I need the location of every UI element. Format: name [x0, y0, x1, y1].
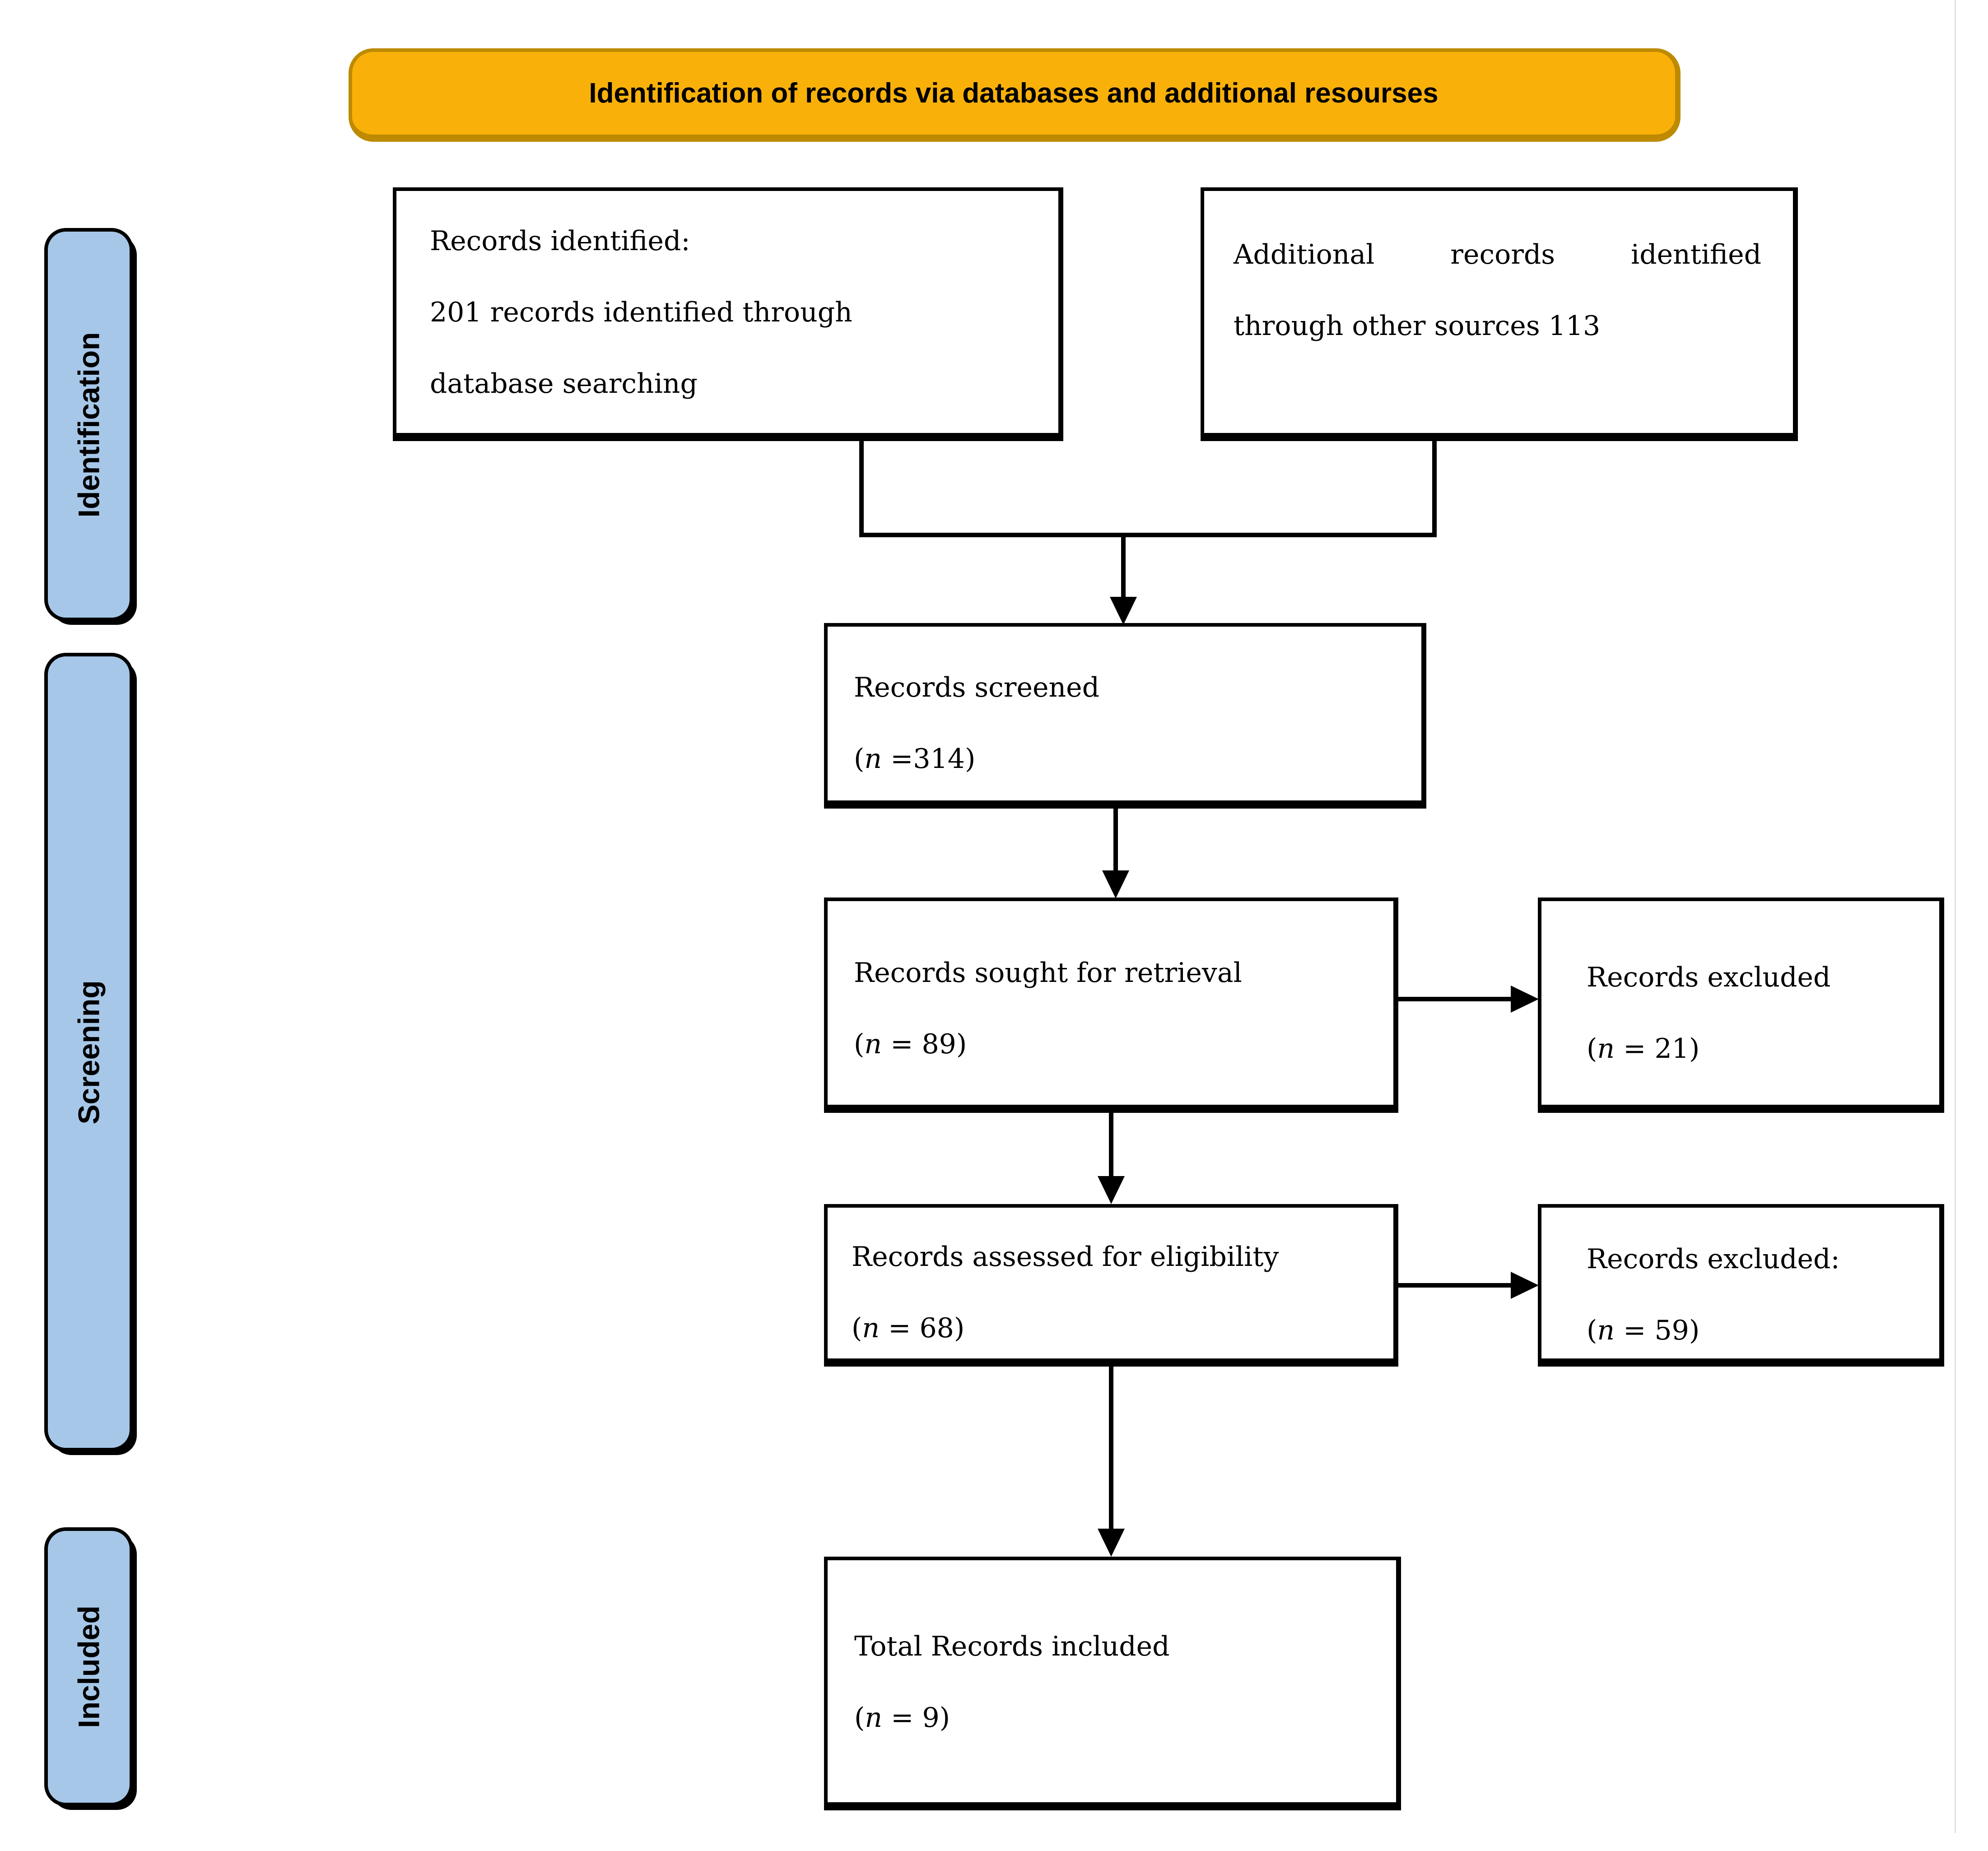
phase-label-included: Included — [44, 1527, 133, 1806]
arrow-screened-to-sought-head — [1102, 870, 1129, 898]
records-sought-count-open: ( — [854, 1028, 865, 1060]
records-excluded-retrieval-count-var: n — [1597, 1033, 1615, 1065]
records-excluded-retrieval-count-open: ( — [1587, 1033, 1597, 1065]
records-sought-count-rest: = 89) — [882, 1028, 967, 1060]
records-excluded-retrieval-title: Records excluded — [1587, 962, 1831, 993]
arrow-assessed-to-excluded-head — [1511, 1272, 1539, 1299]
arrow-sought-to-assessed-shaft — [1109, 1113, 1113, 1177]
total-included-count: (n = 9) — [854, 1682, 1383, 1753]
title-banner: Identification of records via databases … — [349, 48, 1681, 142]
records-screened-count-rest: =314) — [882, 743, 976, 775]
arrow-merge-to-screened-shaft — [1121, 537, 1126, 598]
records-excluded-eligibility-count-var: n — [1597, 1315, 1615, 1346]
records-sought-title: Records sought for retrieval — [854, 957, 1242, 989]
connector-merge-horizontal-line — [859, 533, 1437, 537]
records-excluded-retrieval-count-rest: = 21) — [1615, 1033, 1700, 1065]
records-identified-line2: 201 records identified through — [430, 297, 852, 328]
phase-label-included-text: Included — [72, 1605, 106, 1728]
arrow-sought-to-excluded-head — [1511, 986, 1539, 1013]
total-included-count-var: n — [865, 1702, 883, 1734]
arrow-sought-to-assessed-head — [1098, 1176, 1125, 1204]
box-records-assessed: Records assessed for eligibility (n = 68… — [824, 1204, 1398, 1367]
total-included-title: Total Records included — [854, 1631, 1170, 1662]
records-assessed-title: Records assessed for eligibility — [852, 1241, 1279, 1273]
records-screened-count: (n =314) — [854, 723, 1403, 795]
title-banner-label: Identification of records via databases … — [589, 78, 1439, 109]
records-assessed-count-rest: = 68) — [880, 1312, 965, 1344]
records-sought-count: (n = 89) — [854, 1009, 1375, 1080]
records-identified-line1: Records identified: — [430, 225, 690, 257]
arrow-merge-to-screened-head — [1110, 597, 1137, 625]
page-edge-divider-line — [1955, 0, 1956, 1833]
records-excluded-eligibility-count-open: ( — [1587, 1315, 1597, 1346]
box-records-identified: Records identified: 201 records identifi… — [393, 187, 1063, 441]
box-records-excluded-eligibility: Records excluded: (n = 59) — [1538, 1204, 1944, 1367]
arrow-sought-to-excluded-shaft — [1398, 997, 1513, 1001]
total-included-count-open: ( — [854, 1702, 865, 1734]
records-excluded-eligibility-count: (n = 59) — [1587, 1295, 1926, 1366]
box-records-sought: Records sought for retrieval (n = 89) — [824, 898, 1398, 1113]
records-screened-count-open: ( — [854, 743, 865, 775]
arrow-assessed-to-excluded-shaft — [1398, 1283, 1513, 1288]
arrow-assessed-to-total-shaft — [1109, 1367, 1113, 1529]
additional-records-line2: through other sources 113 — [1234, 310, 1601, 342]
records-assessed-count-open: ( — [852, 1312, 862, 1344]
additional-records-line1: Additional records identified — [1234, 239, 1761, 270]
arrow-screened-to-sought-shaft — [1113, 809, 1118, 872]
arrow-assessed-to-total-head — [1098, 1529, 1125, 1557]
connector-additional-drop-line — [1432, 441, 1437, 537]
records-screened-count-var: n — [864, 743, 882, 775]
records-excluded-eligibility-count-rest: = 59) — [1615, 1315, 1700, 1346]
records-assessed-count: (n = 68) — [852, 1293, 1380, 1364]
records-sought-count-var: n — [864, 1028, 882, 1060]
connector-identified-drop-line — [859, 441, 864, 537]
phase-label-screening: Screening — [44, 653, 133, 1451]
records-assessed-count-var: n — [862, 1312, 880, 1344]
box-records-excluded-retrieval: Records excluded (n = 21) — [1538, 898, 1944, 1113]
records-excluded-retrieval-count: (n = 21) — [1587, 1013, 1926, 1084]
phase-label-identification: Identification — [44, 228, 133, 621]
box-additional-records: Additional records identified through ot… — [1201, 187, 1798, 441]
phase-label-identification-text: Identification — [72, 332, 106, 517]
box-total-records-included: Total Records included (n = 9) — [824, 1557, 1401, 1810]
phase-label-screening-text: Screening — [72, 980, 106, 1125]
records-screened-title: Records screened — [854, 672, 1100, 703]
total-included-count-rest: = 9) — [882, 1702, 950, 1734]
box-records-screened: Records screened (n =314) — [824, 623, 1426, 809]
records-excluded-eligibility-title: Records excluded: — [1587, 1243, 1840, 1275]
records-identified-line3: database searching — [430, 368, 698, 400]
